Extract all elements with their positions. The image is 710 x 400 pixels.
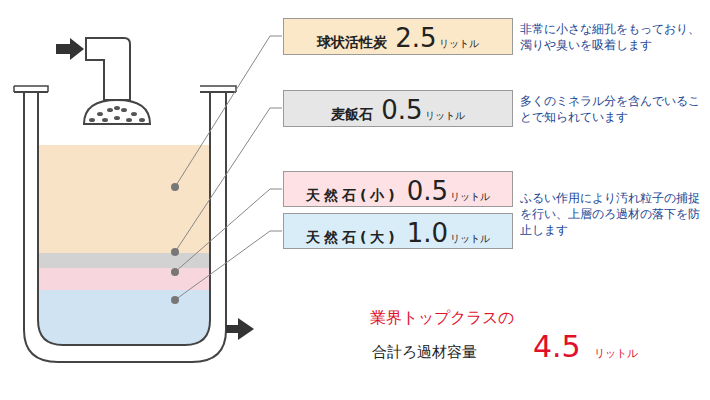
volume-number: 0.5 [381,95,422,125]
carbon-layer [38,145,210,253]
volume-number: 1.0 [407,218,448,248]
inlet-arrow [56,38,84,60]
media-name: 球状活性炭 [317,34,387,52]
large-stone-layer [38,290,210,345]
leader-dots [171,183,179,304]
total-label: 合計ろ過材容量 [372,343,477,362]
volume-number: 2.5 [395,23,436,53]
description: ふるい作用により汚れ粒子の捕捉を行い、上層のろ過材の落下を防止します [520,190,700,238]
outer-wall [24,92,226,362]
media-box: 球状活性炭 2.5リットル [283,18,513,55]
headline: 業界トップクラスの [370,308,514,329]
description: 多くのミネラル分を含んでいることで知られています [520,93,700,125]
total-number: 4.5 [533,329,581,364]
media-name: 天然石(小) [306,187,399,205]
stone-layer [38,253,210,268]
description: 非常に小さな細孔をもっており、濁りや臭いを吸着します [520,21,700,53]
media-box: 麦飯石 0.5リットル [283,90,513,127]
media-name: 天然石(大) [306,229,399,247]
media-name: 麦飯石 [331,106,373,124]
volume-number: 0.5 [407,176,448,206]
media-box: 天然石(大) 1.0リットル [283,213,513,249]
total-unit: リットル [594,346,638,361]
small-stone-layer [38,268,210,290]
volume-unit: リットル [425,109,465,123]
volume-unit: リットル [450,190,490,204]
leader-lines [175,36,282,300]
inner-wall [38,92,210,345]
nozzle-holes [89,106,145,122]
nozzle [84,100,150,124]
media-box: 天然石(小) 0.5リットル [283,171,513,207]
volume-unit: リットル [439,37,479,51]
inlet-pipe [86,38,130,100]
volume-unit: リットル [450,232,490,246]
outlet-arrow [226,318,254,340]
